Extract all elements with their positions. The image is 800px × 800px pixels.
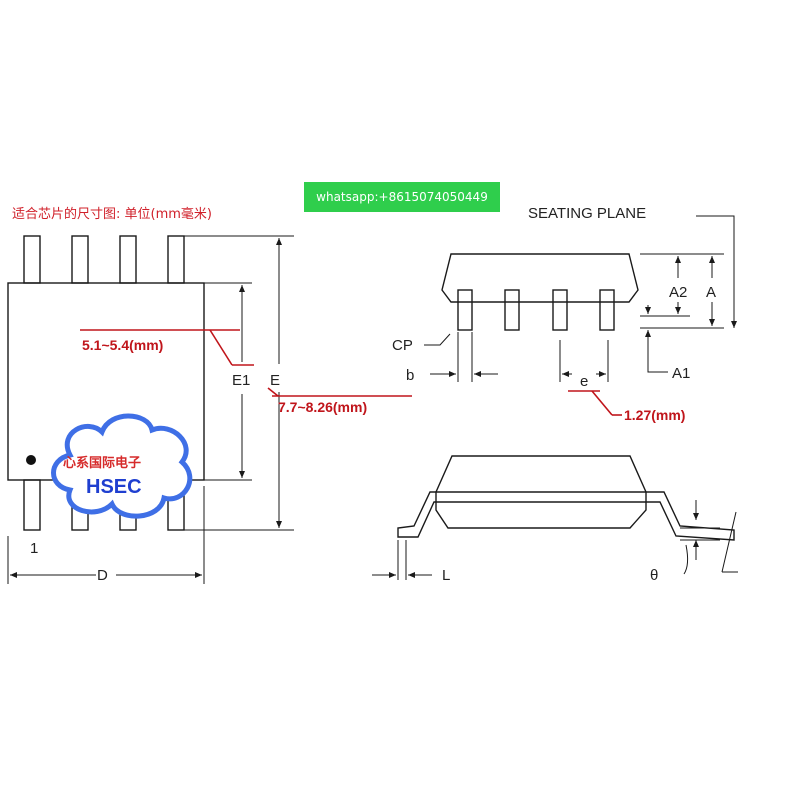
end-body	[435, 455, 647, 529]
end-view: L θ	[372, 455, 738, 584]
pin1-label: 1	[30, 540, 38, 557]
d-label: D	[97, 567, 108, 584]
b-label: b	[406, 367, 414, 384]
e1-label: E1	[232, 372, 250, 389]
e1-range-annotation: 5.1~5.4(mm)	[82, 337, 163, 353]
side-view: SEATING PLANE A2 A A1 CP b	[392, 205, 737, 423]
side-body	[441, 253, 639, 303]
a2-label: A2	[669, 284, 687, 301]
pitch-annotation: 1.27(mm)	[624, 407, 685, 423]
header-note: 适合芯片的尺寸图: 单位(mm毫米)	[12, 206, 212, 222]
hsec-logo: 心系国际电子 HSEC	[51, 413, 193, 519]
e-range-annotation: 7.7~8.26(mm)	[278, 399, 367, 415]
pin1-dot	[26, 455, 36, 465]
side-lead-3	[552, 289, 568, 331]
pin-top-3	[119, 235, 137, 284]
side-lead-2	[504, 289, 520, 331]
side-lead-4	[599, 289, 615, 331]
logo-line2: HSEC	[86, 476, 142, 498]
e-label: E	[270, 372, 280, 389]
pitch-e-label: e	[580, 373, 588, 390]
top-view: 1 D E1 E 5.1~5.4(mm) 7.7~8.26(mm)	[7, 235, 412, 584]
cp-label: CP	[392, 337, 413, 354]
side-lead-1	[457, 289, 473, 331]
theta-label: θ	[650, 567, 658, 584]
a-label: A	[706, 284, 716, 301]
pin-top-1	[23, 235, 41, 284]
pin-bottom-1	[23, 479, 41, 531]
pin-top-4	[167, 235, 185, 284]
l-label: L	[442, 567, 450, 584]
logo-line1: 心系国际电子	[63, 455, 141, 471]
contact-banner: whatsapp:+8615074050449	[304, 182, 500, 212]
a1-label: A1	[672, 365, 690, 382]
gull-wing-lead	[397, 491, 735, 541]
seating-plane-label: SEATING PLANE	[528, 205, 646, 222]
pin-top-2	[71, 235, 89, 284]
